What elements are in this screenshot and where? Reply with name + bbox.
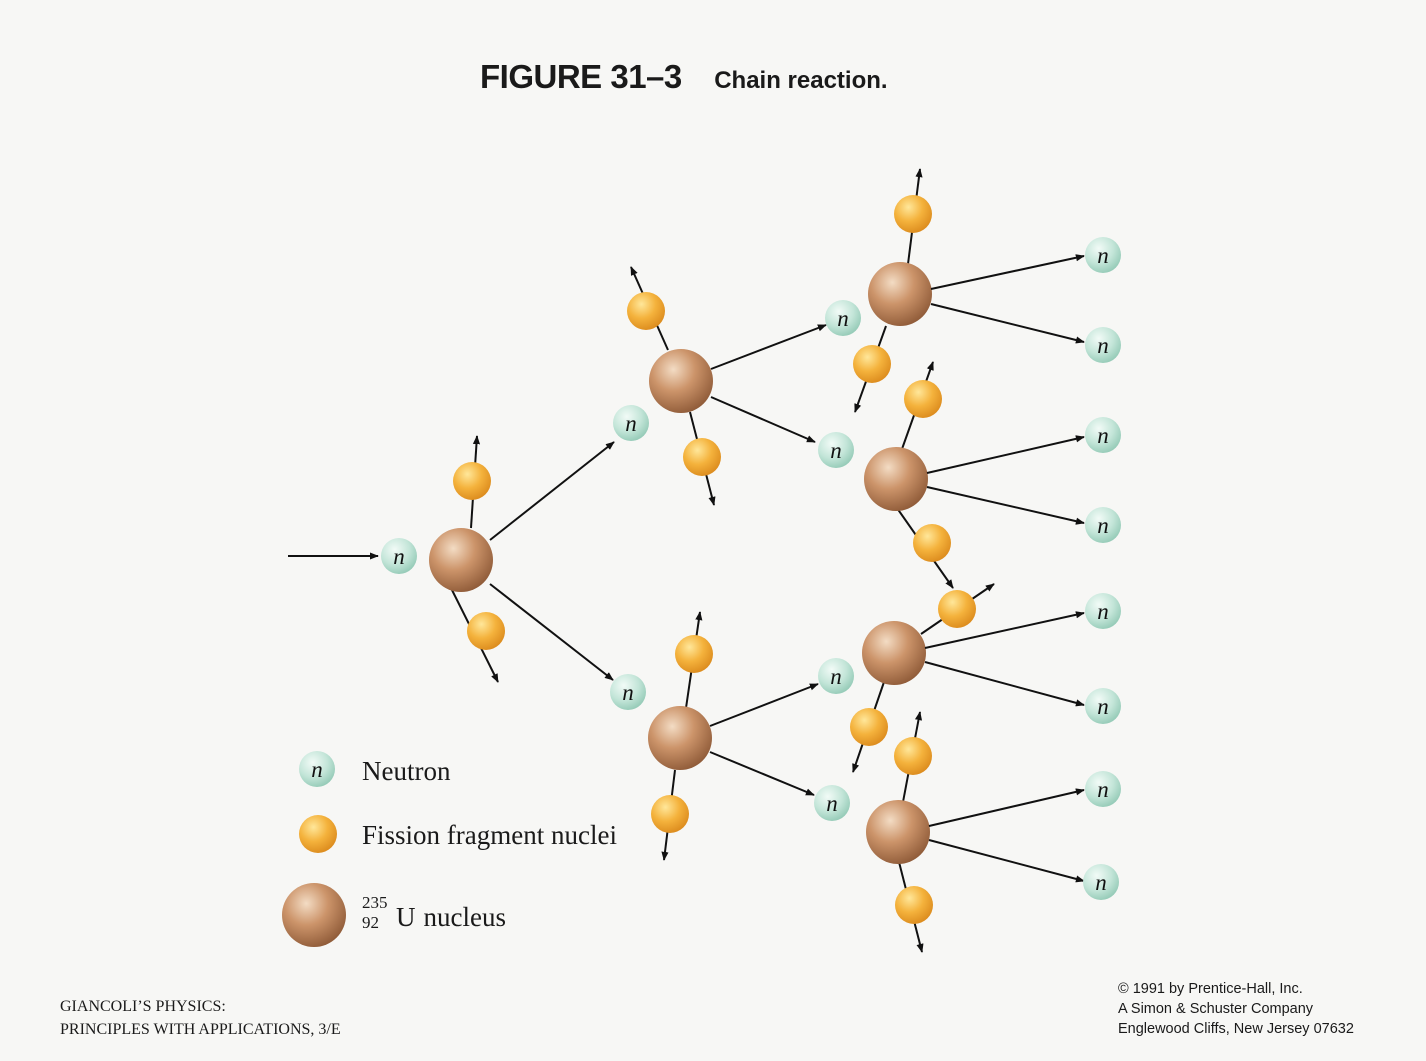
legend-neutron-label: Neutron bbox=[362, 756, 451, 786]
neutron-label: n bbox=[826, 791, 838, 816]
neutron bbox=[610, 674, 646, 710]
neutron-label: n bbox=[830, 438, 842, 463]
neutron bbox=[1085, 237, 1121, 273]
figure-title: FIGURE 31–3 Chain reaction. bbox=[480, 58, 888, 96]
uranium-nucleus bbox=[429, 528, 493, 592]
fission-fragment bbox=[913, 524, 951, 562]
neutron-label: n bbox=[1097, 777, 1109, 802]
fission-fragment bbox=[895, 886, 933, 924]
copyright-line1: © 1991 by Prentice-Hall, Inc. bbox=[1118, 981, 1303, 997]
neutron bbox=[1085, 327, 1121, 363]
fission-fragment bbox=[904, 380, 942, 418]
copyright-line3: Englewood Cliffs, New Jersey 07632 bbox=[1118, 1021, 1354, 1037]
neutron-label: n bbox=[1097, 694, 1109, 719]
isotope-mass-number: 235 bbox=[362, 893, 388, 912]
fission-fragment bbox=[683, 438, 721, 476]
fission-fragment bbox=[675, 635, 713, 673]
fission-fragment bbox=[938, 590, 976, 628]
neutron-label: n bbox=[1097, 513, 1109, 538]
legend-fragment-label: Fission fragment nuclei bbox=[362, 820, 617, 850]
fission-fragment bbox=[467, 612, 505, 650]
neutron bbox=[1085, 688, 1121, 724]
legend-neutron-symbol: n bbox=[311, 757, 323, 782]
neutron-label: n bbox=[1097, 423, 1109, 448]
legend-fragment-swatch bbox=[299, 815, 337, 853]
copyright-notice: © 1991 by Prentice-Hall, Inc. A Simon & … bbox=[1118, 979, 1354, 1039]
figure-caption: Chain reaction. bbox=[714, 67, 888, 94]
neutron bbox=[1085, 593, 1121, 629]
neutron bbox=[818, 432, 854, 468]
fission-fragment bbox=[627, 292, 665, 330]
uranium-nucleus bbox=[649, 349, 713, 413]
isotope-atomic-number: 92 bbox=[362, 913, 379, 932]
fission-fragment bbox=[894, 737, 932, 775]
neutron bbox=[814, 785, 850, 821]
neutron bbox=[1085, 417, 1121, 453]
neutron-label: n bbox=[625, 411, 637, 436]
legend-uranium-text: nucleus bbox=[423, 902, 506, 932]
book-credit: GIANCOLI’S PHYSICS: PRINCIPLES WITH APPL… bbox=[60, 995, 341, 1041]
neutron-label: n bbox=[1097, 599, 1109, 624]
book-title-line1: GIANCOLI’S PHYSICS: bbox=[60, 998, 226, 1015]
fission-fragment bbox=[651, 795, 689, 833]
uranium-nucleus bbox=[862, 621, 926, 685]
uranium-nucleus bbox=[866, 800, 930, 864]
legend-uranium-swatch bbox=[282, 883, 346, 947]
neutron-label: n bbox=[837, 306, 849, 331]
neutron bbox=[818, 658, 854, 694]
fission-fragment bbox=[894, 195, 932, 233]
neutron-label: n bbox=[622, 680, 634, 705]
figure-number: FIGURE 31–3 bbox=[480, 58, 682, 95]
neutron-label: n bbox=[1097, 243, 1109, 268]
neutron bbox=[825, 300, 861, 336]
neutron-label: n bbox=[830, 664, 842, 689]
neutron bbox=[613, 405, 649, 441]
legend-neutron-swatch bbox=[299, 751, 335, 787]
neutron-label: n bbox=[1095, 870, 1107, 895]
neutron bbox=[381, 538, 417, 574]
neutron bbox=[1083, 864, 1119, 900]
neutron-label: n bbox=[1097, 333, 1109, 358]
neutron-label: n bbox=[393, 544, 405, 569]
fission-fragment bbox=[453, 462, 491, 500]
uranium-nucleus bbox=[648, 706, 712, 770]
book-title-line2: PRINCIPLES WITH APPLICATIONS, 3/E bbox=[60, 1021, 341, 1038]
uranium-nucleus bbox=[868, 262, 932, 326]
neutron bbox=[1085, 507, 1121, 543]
uranium-nucleus bbox=[864, 447, 928, 511]
fission-fragment bbox=[853, 345, 891, 383]
neutron bbox=[1085, 771, 1121, 807]
element-symbol: U bbox=[396, 902, 416, 932]
copyright-line2: A Simon & Schuster Company bbox=[1118, 1001, 1314, 1017]
fission-fragment bbox=[850, 708, 888, 746]
